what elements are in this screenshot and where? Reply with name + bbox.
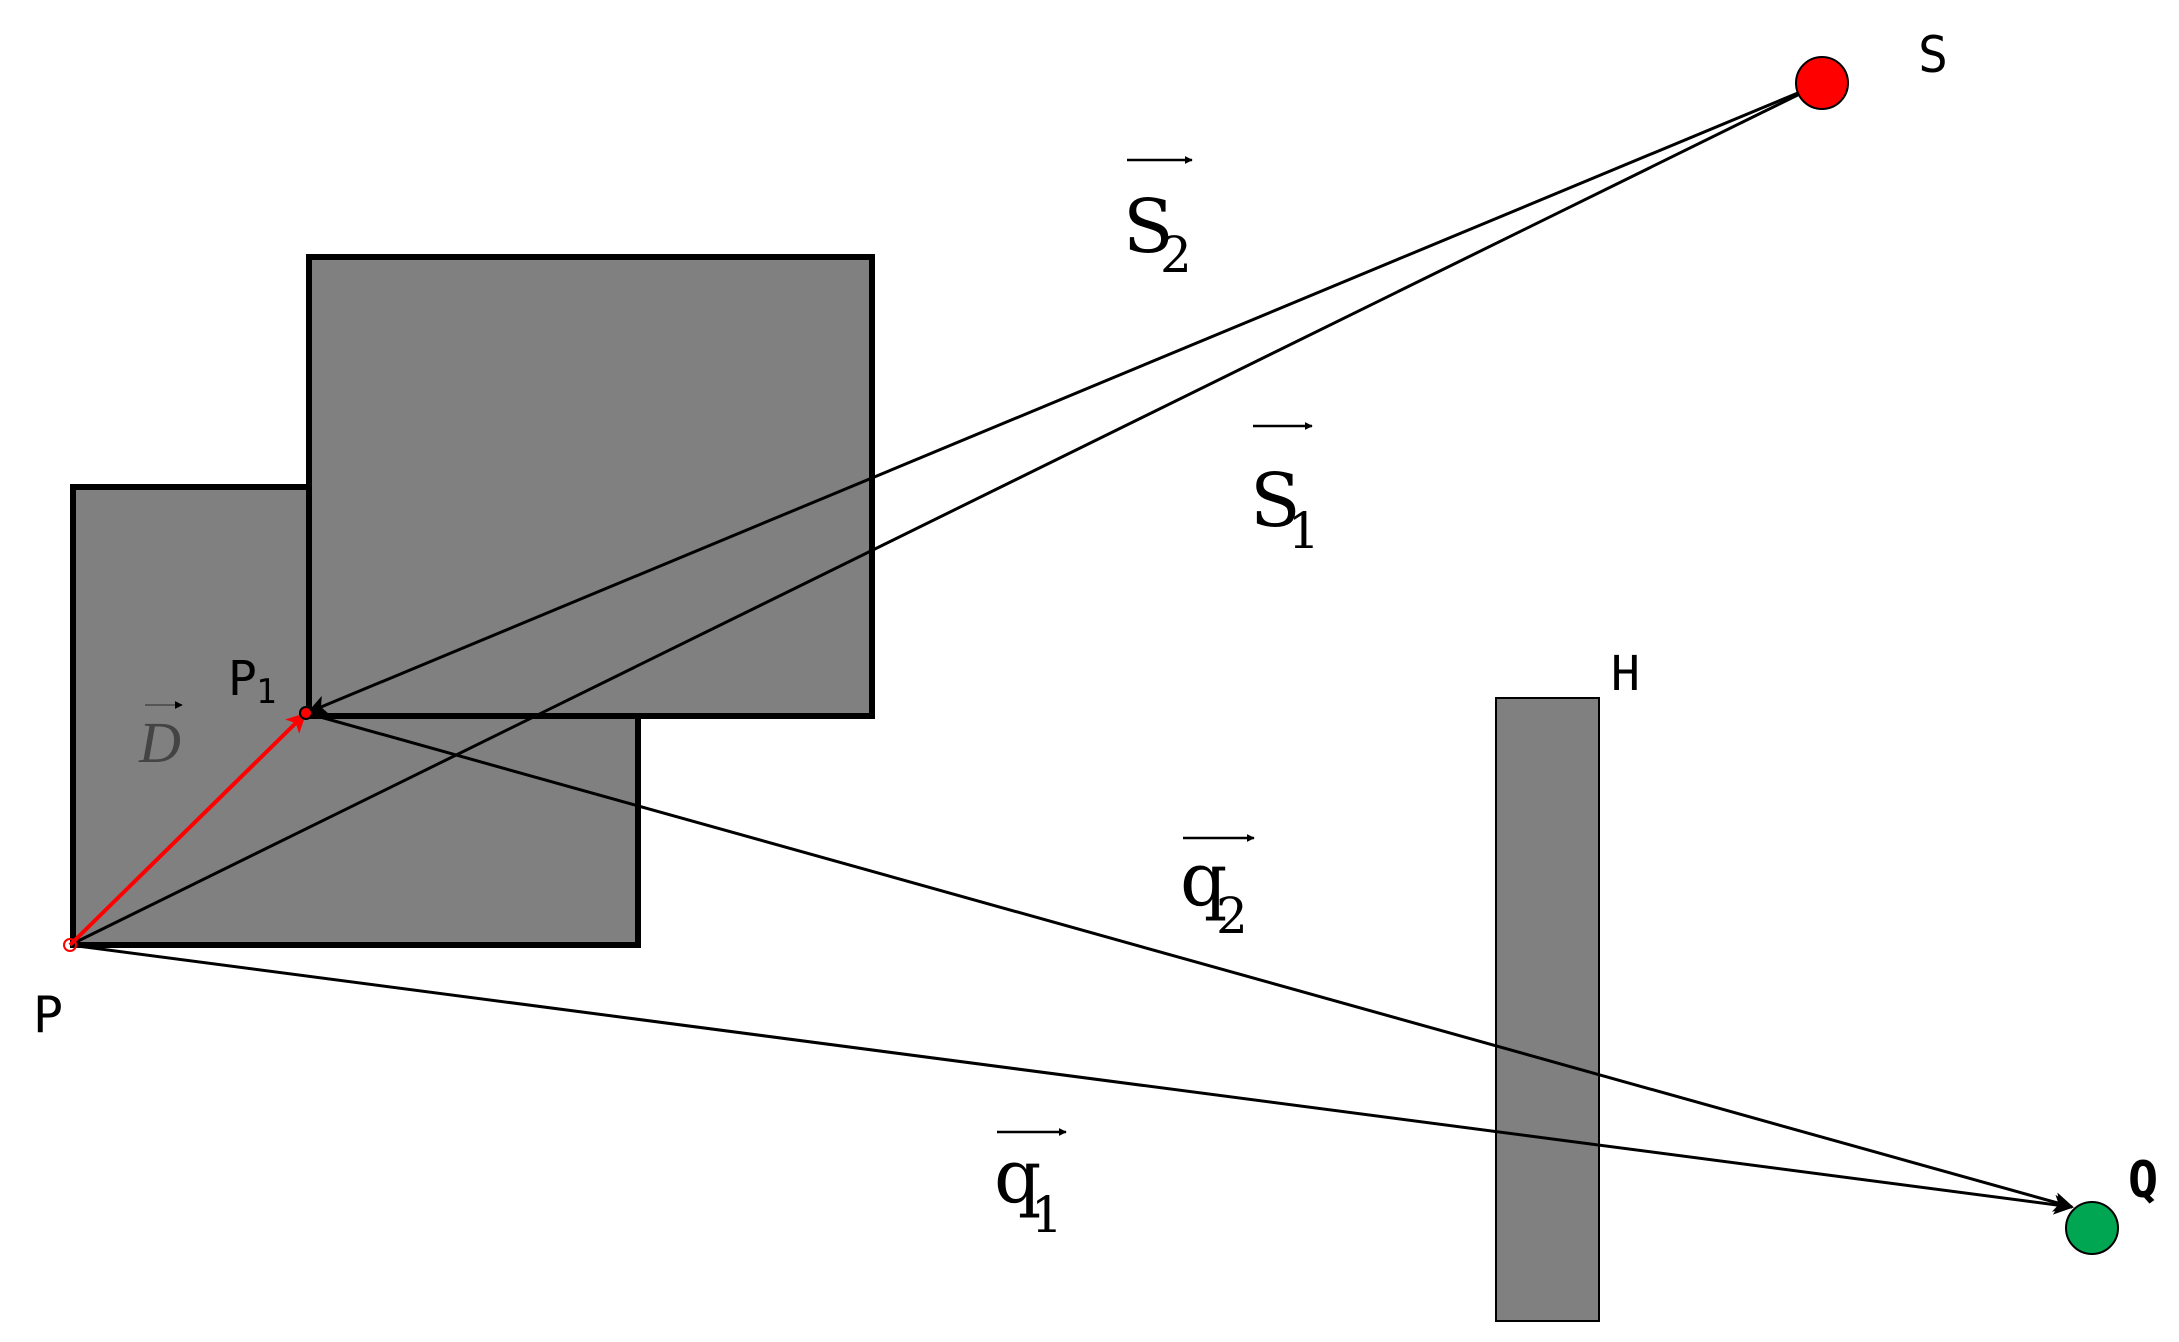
vector-d-arrow [68, 712, 307, 947]
label-p: P [33, 986, 63, 1044]
vector-q1-main: q [994, 1134, 1041, 1220]
vector-s1-sub: 1 [1288, 502, 1320, 560]
vector-q1-sub: 1 [1031, 1186, 1063, 1244]
vector-s1-main: S [1250, 458, 1301, 544]
vector-label-s1: S 1 [1250, 422, 1320, 560]
label-s: S [1918, 26, 1948, 84]
vector-label-s2: S 2 [1123, 156, 1193, 284]
ray-s1 [69, 81, 1823, 947]
vector-label-d: D [138, 701, 183, 775]
obstacle-h [1495, 697, 1600, 1322]
vector-q2-sub: 2 [1216, 887, 1248, 945]
label-q: Q [2128, 1151, 2158, 1209]
label-h: H [1611, 646, 1640, 702]
label-p1: P 1 [228, 651, 276, 712]
vector-label-q2: q 2 [1180, 834, 1255, 945]
point-s-marker [1795, 56, 1849, 110]
point-p1-marker [299, 706, 313, 720]
point-q-marker [2065, 1201, 2119, 1255]
vector-s2-main: S [1123, 184, 1174, 270]
label-p1-sub: 1 [256, 672, 276, 712]
front-box [306, 254, 875, 719]
vector-q2-main: q [1180, 837, 1227, 923]
vector-label-q1: q 1 [994, 1128, 1067, 1244]
label-p1-main: P [228, 651, 257, 707]
ray-q2 [305, 711, 2074, 1212]
vector-d-main: D [138, 710, 181, 775]
vector-s2-sub: 2 [1160, 226, 1192, 284]
ray-q1 [69, 943, 2074, 1215]
ray-s2 [307, 81, 1823, 715]
point-p-marker [63, 938, 77, 952]
